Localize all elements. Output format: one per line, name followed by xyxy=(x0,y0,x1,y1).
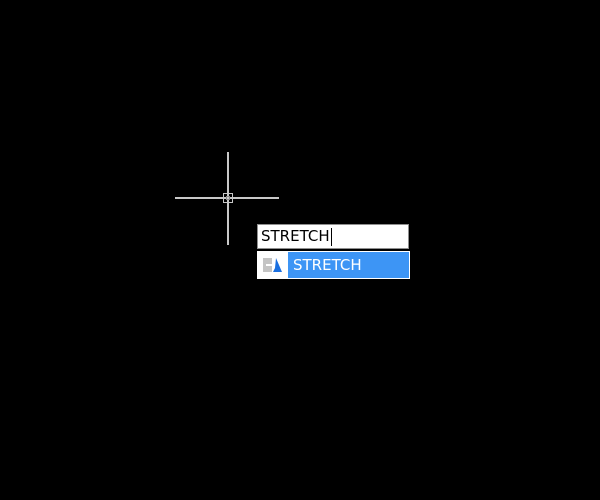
autocomplete-item-label: STRETCH xyxy=(293,256,362,274)
pickbox-cursor-icon xyxy=(223,193,233,203)
crosshair-horizontal-line xyxy=(175,197,279,199)
stretch-icon xyxy=(257,251,288,279)
autocomplete-dropdown: STRETCH xyxy=(257,251,410,279)
autocomplete-item-stretch[interactable]: STRETCH xyxy=(288,252,409,278)
dynamic-command-input[interactable]: STRETCH xyxy=(257,224,409,249)
text-caret xyxy=(330,227,332,246)
command-input-text: STRETCH xyxy=(261,227,330,245)
